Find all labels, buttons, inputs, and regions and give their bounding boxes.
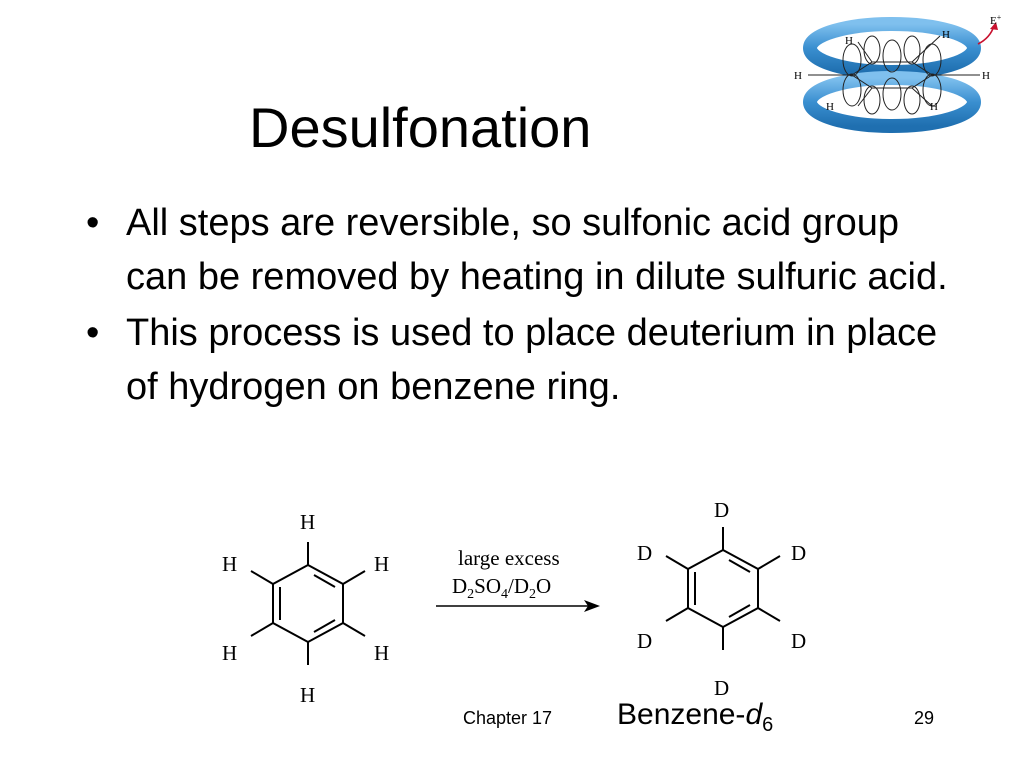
bullet-marker: • (86, 202, 100, 244)
bullet-item: • All steps are reversible, so sulfonic … (86, 196, 966, 304)
reactant-h-label: H (300, 683, 315, 707)
product-d-label: D (714, 498, 729, 522)
orbital-h-label: H (794, 70, 802, 82)
orbital-h-label: H (982, 70, 990, 82)
product-d-label: D (637, 629, 652, 653)
reagent-formula: D2SO4/D2O (452, 574, 551, 602)
footer-chapter: Chapter 17 (463, 708, 553, 728)
electrophile-arrowhead (990, 22, 998, 30)
bullet-marker: • (86, 312, 100, 354)
deuteration-reaction-scheme: H H H H H H large excess D2SO4/D2O D D D… (222, 498, 806, 707)
product-d-label: D (637, 541, 652, 565)
bullet-text: This process is used to place deuterium … (126, 312, 938, 408)
product-name-italic: d (745, 698, 763, 731)
product-d-label: D (714, 676, 729, 700)
pi-orbital-icon: H H H H H H E+ (794, 13, 1002, 133)
reactant-h-label: H (374, 641, 389, 665)
reactant-h-label: H (222, 552, 237, 576)
product-d-label: D (791, 629, 806, 653)
benzene-reactant (250, 542, 366, 665)
orbital-h-label: H (930, 101, 938, 113)
electrophile-label: E+ (990, 13, 1002, 27)
reactant-h-label: H (300, 510, 315, 534)
slide-title: Desulfonation (249, 96, 592, 159)
product-name-main: Benzene- (617, 698, 746, 731)
orbital-h-label: H (845, 35, 853, 47)
sigma-skeleton (808, 35, 980, 107)
benzene-d6-product (665, 527, 781, 650)
reactant-h-label: H (222, 641, 237, 665)
bullet-item: • This process is used to place deuteriu… (86, 306, 966, 414)
bullet-list: • All steps are reversible, so sulfonic … (86, 196, 966, 416)
product-d-label: D (791, 541, 806, 565)
reactant-h-label: H (374, 552, 389, 576)
p-orbital-lobes (842, 35, 942, 115)
orbital-h-label: H (942, 29, 950, 41)
bullet-text: All steps are reversible, so sulfonic ac… (126, 202, 948, 298)
lower-orbital-ring (803, 71, 981, 133)
product-name-subscript: 6 (762, 714, 774, 736)
condition-excess: large excess (458, 546, 560, 570)
page-number: 29 (914, 708, 935, 728)
product-name-label: Benzene-d6 (617, 698, 774, 736)
orbital-h-label: H (826, 101, 834, 113)
reaction-arrowhead (584, 600, 600, 612)
